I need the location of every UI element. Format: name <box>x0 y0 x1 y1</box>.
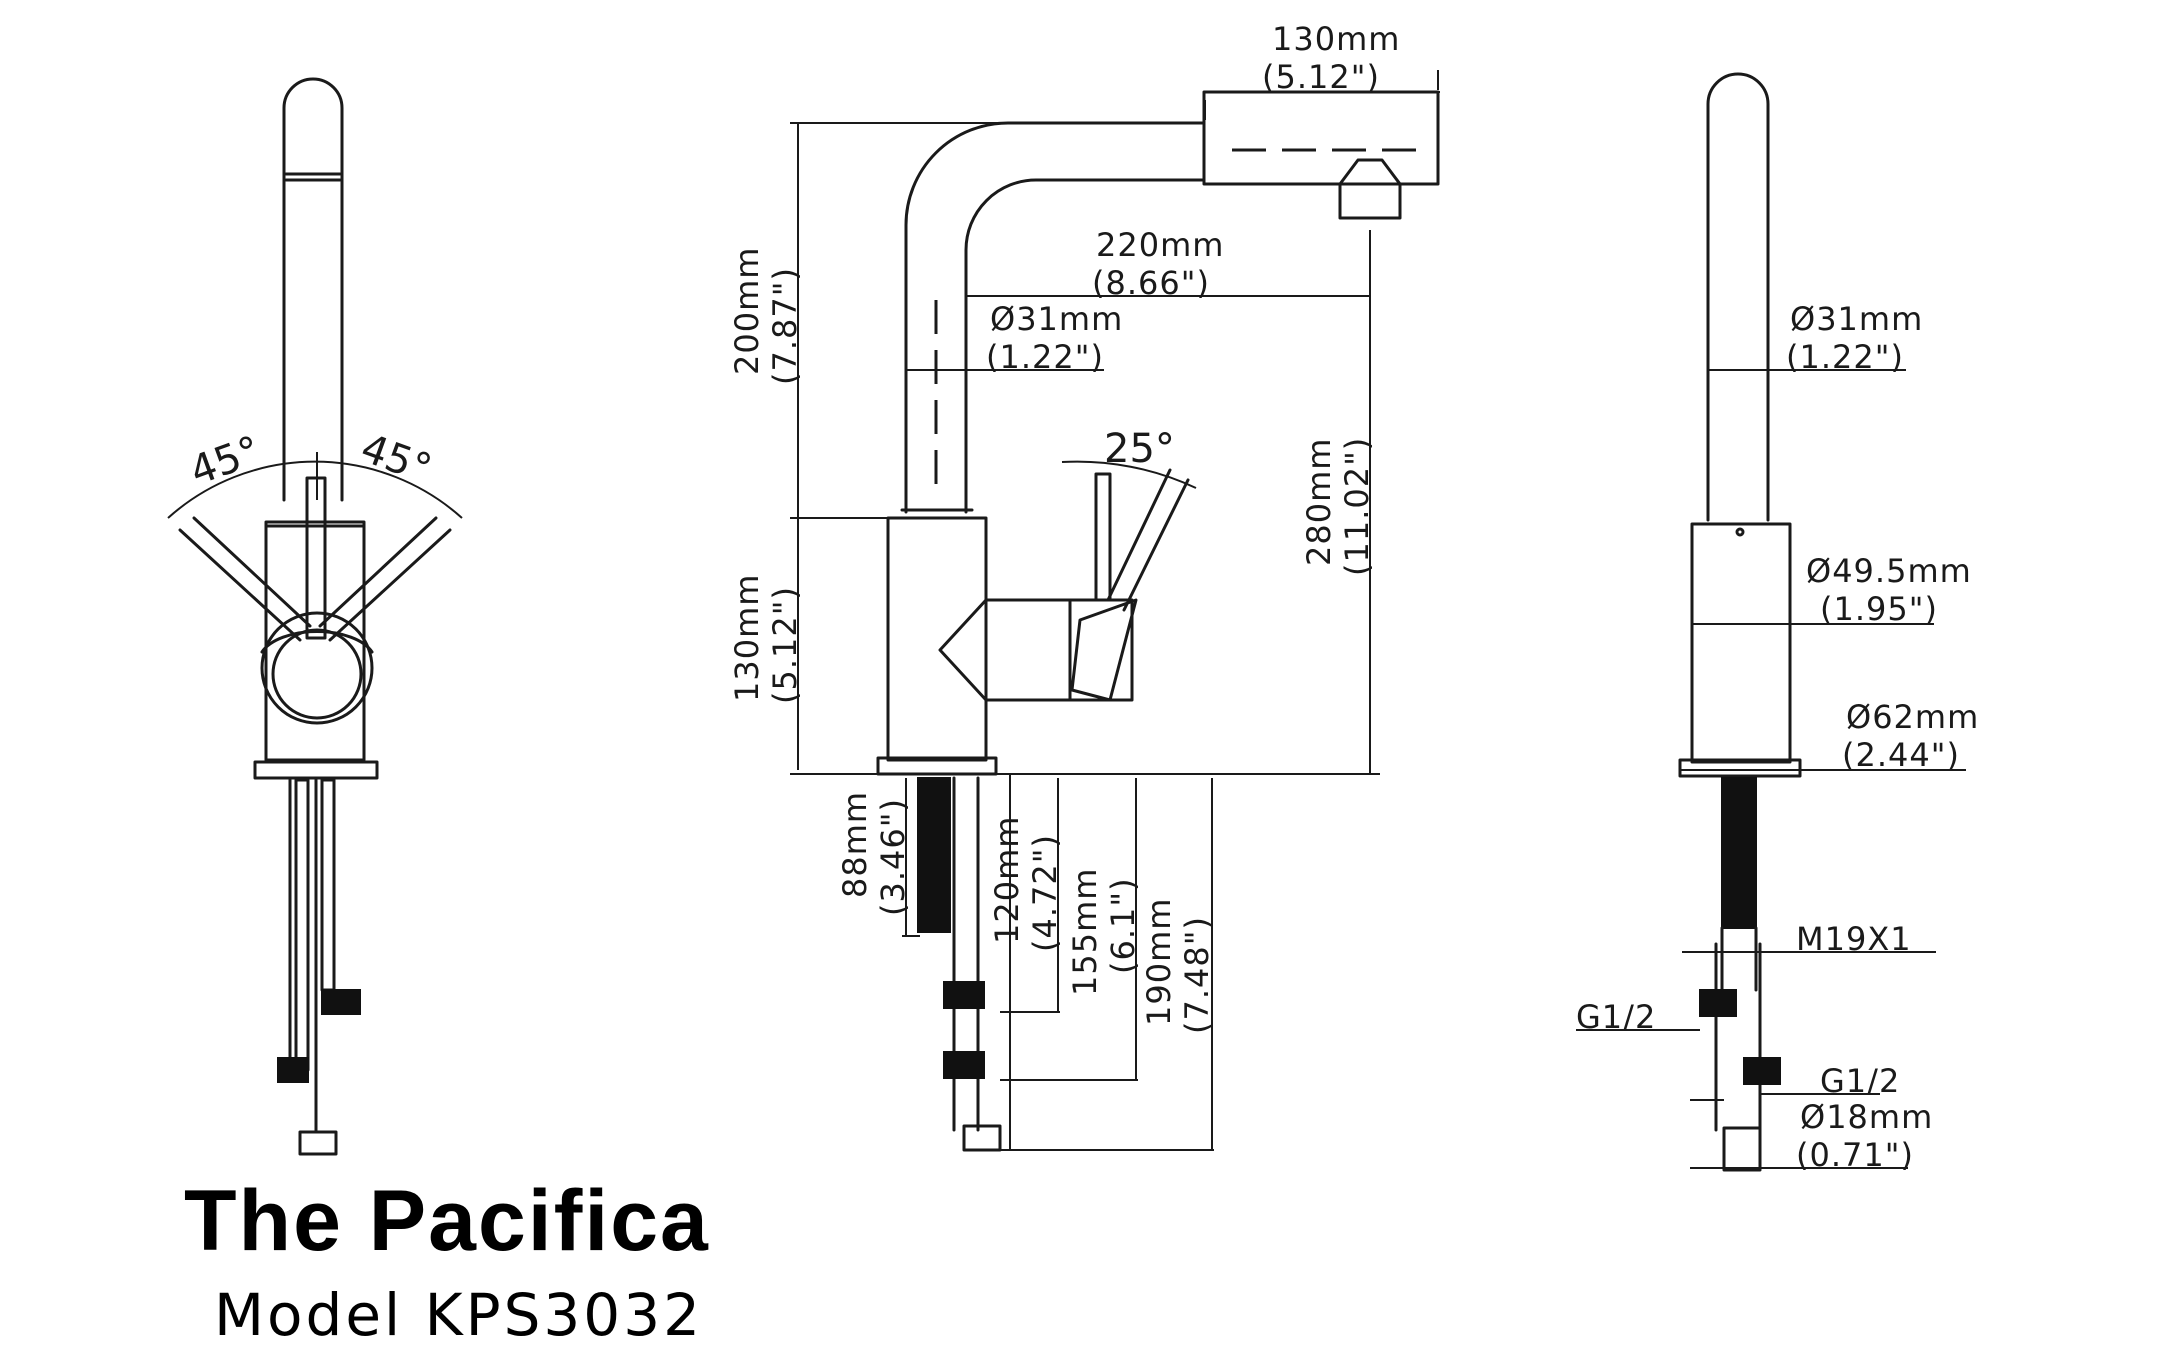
end-spout-dia-mm: Ø31mm <box>1790 300 1923 338</box>
front-cartridge-cap <box>260 630 374 654</box>
end-spout-tube <box>1706 72 1770 522</box>
front-cartridge-inner <box>271 628 363 720</box>
side-angle-arc <box>1061 460 1197 489</box>
end-shank <box>1721 777 1757 929</box>
end-body-dia-in: (1.95") <box>1820 590 1938 628</box>
side-spout-outer <box>904 121 1206 514</box>
end-base-dia-in: (2.44") <box>1842 736 1960 774</box>
end-body-dia-mm: Ø49.5mm <box>1806 552 1972 590</box>
side-height-200-mm: 200mm <box>728 247 766 375</box>
front-spout-tube <box>282 77 344 502</box>
front-base-plate <box>253 760 379 780</box>
end-view: Ø31mm (1.22") Ø49.5mm (1.95") Ø62mm (2.4… <box>1576 72 1979 1174</box>
front-hose-nut-left <box>277 1057 309 1083</box>
side-hose-120-mm: 120mm <box>988 816 1026 944</box>
end-hose-dia-in: (0.71") <box>1796 1136 1914 1174</box>
side-height-200-in: (7.87") <box>766 267 804 385</box>
side-lever-joint <box>1070 598 1138 702</box>
side-height-130-in: (5.12") <box>766 586 804 704</box>
side-hose-155-mm: 155mm <box>1066 868 1104 996</box>
side-hose-end <box>962 1124 1002 1152</box>
side-spout-dia-mm: Ø31mm <box>990 300 1123 338</box>
end-base-plate <box>1678 758 1802 778</box>
side-angle-label: 25° <box>1104 426 1175 472</box>
side-spout-dia-in: (1.22") <box>986 338 1104 376</box>
side-shank <box>917 777 951 933</box>
front-shank-right <box>320 778 336 992</box>
side-cartridge <box>938 598 1072 702</box>
end-inlet-right-label: G1/2 <box>1820 1062 1900 1100</box>
end-thread <box>1720 926 1758 992</box>
end-thread-label: M19X1 <box>1796 920 1912 958</box>
side-reach-220-in: (8.66") <box>1092 264 1210 302</box>
front-hose-nut-right <box>321 989 361 1015</box>
front-view: 45° 45° <box>167 77 463 1156</box>
front-spout-band <box>284 172 342 182</box>
side-hose-190-mm: 190mm <box>1140 898 1178 1026</box>
side-height-280-mm: 280mm <box>1300 438 1338 566</box>
side-hose-120-in: (4.72") <box>1026 834 1064 952</box>
side-view: 25° <box>728 20 1440 1152</box>
side-hose-nut-1 <box>943 981 985 1009</box>
end-hose-end <box>1722 1126 1762 1172</box>
title-block: The Pacifica Model KPS3032 <box>184 1178 710 1344</box>
end-base-dia-mm: Ø62mm <box>1846 698 1979 736</box>
side-hose-155-in: (6.1") <box>1104 877 1142 974</box>
side-hose-190-in: (7.48") <box>1178 916 1216 1034</box>
side-dimension-lines <box>790 70 1440 1151</box>
side-lever-upright <box>1094 472 1112 602</box>
front-lever-right-b <box>318 516 438 628</box>
front-angle-arc <box>167 460 463 519</box>
end-hose-nut-right <box>1743 1057 1781 1085</box>
front-hose-end <box>298 1130 338 1156</box>
side-hose-nut-2 <box>943 1051 985 1079</box>
side-spout-head <box>1202 90 1440 186</box>
side-reach-220-mm: 220mm <box>1096 226 1224 264</box>
side-height-280-in: (11.02") <box>1338 437 1376 576</box>
side-aerator <box>1338 158 1402 220</box>
side-reach-130-mm: 130mm <box>1272 20 1400 58</box>
end-body-indicator <box>1735 527 1745 537</box>
front-lever-left-b <box>192 516 312 628</box>
end-spout-dia-in: (1.22") <box>1786 338 1904 376</box>
front-cartridge-outer <box>260 611 374 725</box>
side-shank-88-mm: 88mm <box>836 791 874 898</box>
front-lever-left-a <box>178 528 302 642</box>
model-number: Model KPS3032 <box>214 1281 704 1349</box>
end-inlet-left-label: G1/2 <box>1576 998 1656 1036</box>
side-spout-inner <box>964 178 1206 514</box>
front-angle-right-label: 45° <box>355 425 437 492</box>
front-angle-left-label: 45° <box>184 427 266 494</box>
end-dimension-lines <box>1576 369 1966 1169</box>
side-reach-130-in: (5.12") <box>1262 58 1380 96</box>
front-shank-left <box>294 778 310 1072</box>
end-hose-nut-left <box>1699 989 1737 1017</box>
product-title: The Pacifica <box>184 1173 710 1269</box>
side-body <box>886 516 988 762</box>
end-body <box>1690 522 1792 764</box>
side-lever-rotated <box>1106 468 1190 612</box>
end-hose-dia-mm: Ø18mm <box>1800 1098 1933 1136</box>
side-shank-88-in: (3.46") <box>874 798 912 916</box>
side-height-130-mm: 130mm <box>728 574 766 702</box>
front-lever-right-a <box>328 528 452 642</box>
